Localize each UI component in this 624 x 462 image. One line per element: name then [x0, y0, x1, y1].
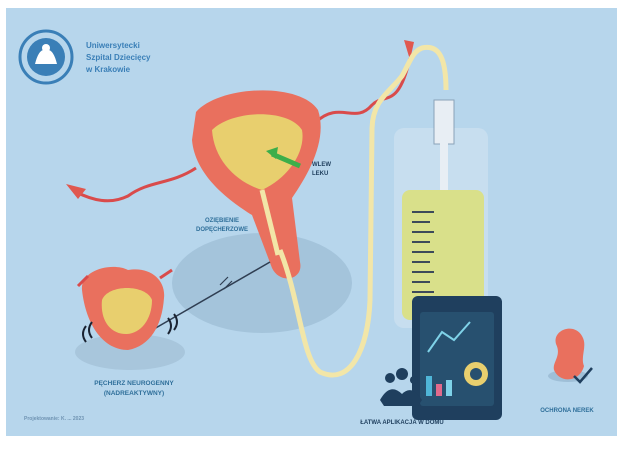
bladder-label-line1: PĘCHERZ NEUROGENNY [94, 380, 174, 387]
credit-text: Projektowanie: K. ... 2023 [24, 416, 84, 422]
uterus-shadow [172, 233, 352, 333]
drug-in-label-2: LEKU [312, 171, 328, 177]
monitor-icon [412, 296, 502, 420]
uterus-label-line1: OZIĘBIENIE [205, 218, 239, 224]
kidney-label: OCHRONA NEREK [540, 408, 594, 414]
app-label: ŁATWA APLIKACJA W DOMU [360, 420, 444, 426]
logo-line-3: w Krakowie [85, 65, 131, 74]
bladder-label-line2: (NADREAKTYWNY) [104, 390, 164, 397]
drug-in-label: WLEW [312, 162, 331, 168]
university-logo-icon [20, 31, 72, 83]
uterus-label-line2: DOPĘCHERZOWE [196, 227, 248, 233]
logo-line-2: Szpital Dziecięcy [86, 53, 151, 62]
logo-line-1: Uniwersytecki [86, 41, 140, 50]
irrigation-bag-icon [394, 100, 488, 328]
